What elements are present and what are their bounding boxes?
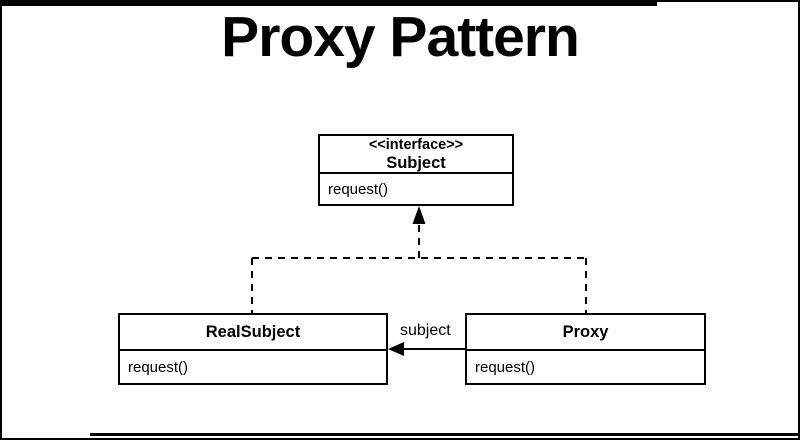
class-methods-realsubject: request() [120, 351, 386, 383]
bottom-black-bar [90, 433, 798, 436]
method-label: request() [328, 180, 389, 198]
method-label: request() [475, 358, 536, 376]
stereotype-label: <<interface>> [368, 136, 464, 153]
association-label: subject [400, 322, 451, 339]
top-black-bar [2, 2, 657, 6]
page-title: Proxy Pattern [221, 5, 580, 69]
class-header-proxy: Proxy [467, 315, 704, 351]
class-name-realsubject: RealSubject [205, 323, 301, 341]
class-box-realsubject: RealSubject request() [118, 313, 388, 385]
class-name-subject: Subject [386, 153, 446, 172]
class-box-proxy: Proxy request() [465, 313, 706, 385]
class-header-realsubject: RealSubject [120, 315, 386, 351]
class-methods-subject: request() [320, 174, 512, 204]
association-arrow-proxy-to-realsubject [388, 342, 465, 356]
class-name-proxy: Proxy [562, 323, 609, 341]
realization-arrow-to-subject [412, 206, 426, 258]
class-methods-proxy: request() [467, 351, 704, 383]
method-label: request() [128, 358, 189, 376]
class-header-subject: <<interface>> Subject [320, 136, 512, 174]
class-box-subject: <<interface>> Subject request() [318, 134, 514, 206]
